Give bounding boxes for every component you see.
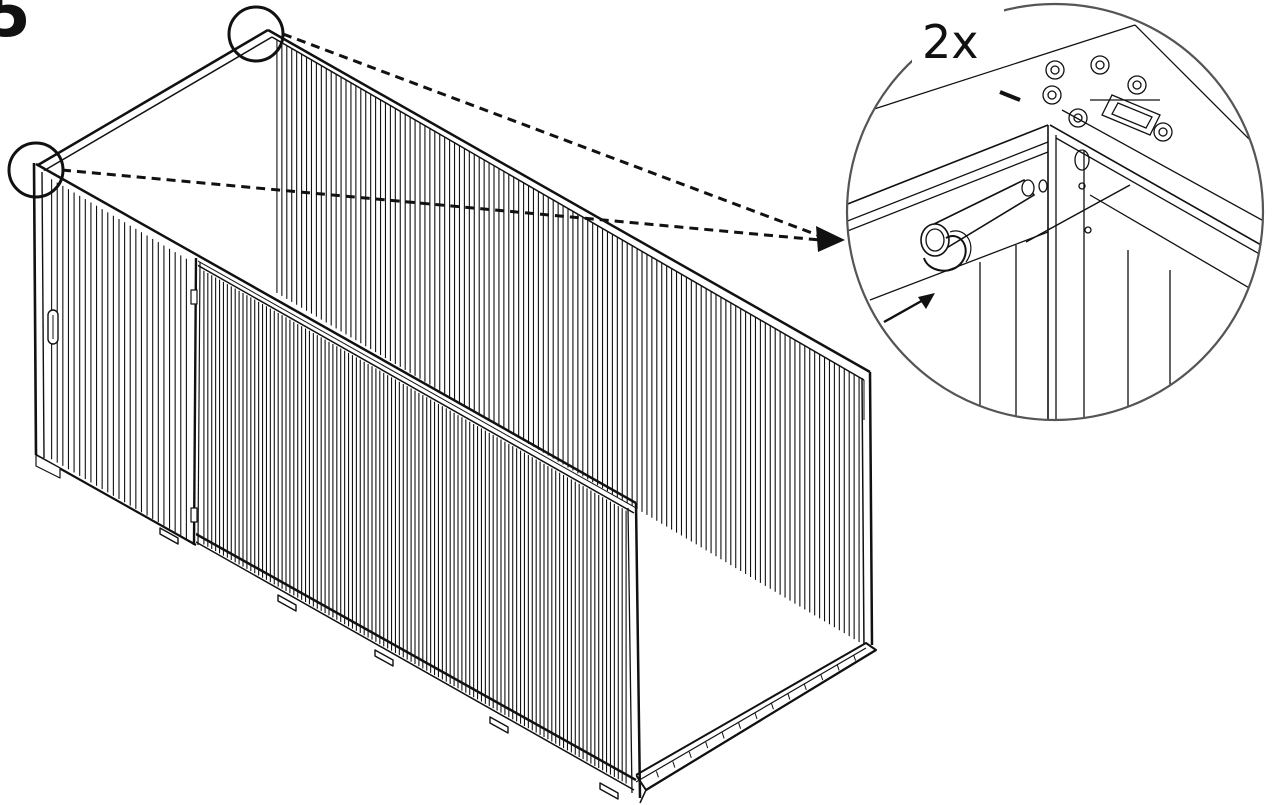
rib-line xyxy=(721,732,725,739)
front-wall-ribs xyxy=(203,270,627,784)
forklift-pad xyxy=(489,716,509,734)
container-assembly xyxy=(32,28,877,804)
detail-view: 2x xyxy=(845,2,1265,422)
hinge-lower xyxy=(190,507,198,523)
rib-line xyxy=(738,722,742,729)
leader-lines xyxy=(61,32,821,242)
callout-quantity-label: 2x xyxy=(922,15,979,69)
forklift-pad xyxy=(159,527,179,545)
door-end-ribs xyxy=(51,179,187,539)
back-wall-ribs xyxy=(276,39,860,643)
rib-line xyxy=(853,654,857,661)
rib-line xyxy=(655,771,659,778)
forklift-pad xyxy=(277,594,297,612)
rib-line xyxy=(787,693,791,700)
rib-line xyxy=(688,751,692,759)
rib-line xyxy=(820,673,824,681)
rib-line xyxy=(803,683,807,691)
hinge-upper xyxy=(190,289,198,305)
insert-arrow xyxy=(883,297,926,324)
door-end-wall xyxy=(32,162,201,546)
forklift-pad xyxy=(374,649,394,667)
leader-arrow-head xyxy=(816,226,845,252)
step-number-text: 5 xyxy=(0,0,31,52)
rib-line xyxy=(754,712,758,720)
forklift-pad xyxy=(599,782,619,800)
rib-line xyxy=(770,703,774,710)
rib-line xyxy=(705,741,709,749)
rib-line xyxy=(836,664,840,671)
rib-line xyxy=(672,761,676,768)
floor-frame xyxy=(635,642,877,804)
forklift-pads xyxy=(159,527,619,800)
step-number: 5 xyxy=(0,0,31,52)
floor-frame-marks xyxy=(655,654,857,778)
